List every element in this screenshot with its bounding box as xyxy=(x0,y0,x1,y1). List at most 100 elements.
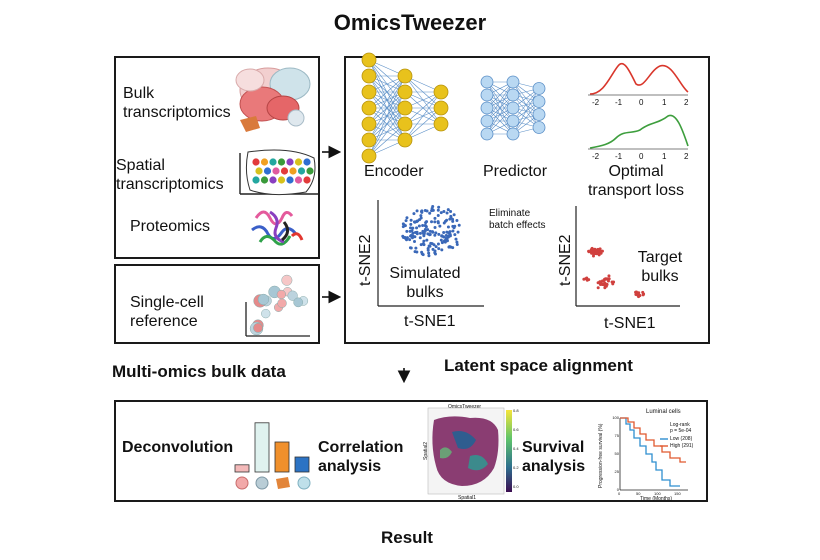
target-bulk-point xyxy=(607,277,611,281)
simulated-bulk-point xyxy=(421,253,425,257)
simulated-bulk-point xyxy=(453,233,457,237)
spatial-spot xyxy=(280,167,289,175)
network-edge xyxy=(486,94,514,135)
simulated-bulk-point xyxy=(451,246,455,250)
km-curve-high xyxy=(620,417,686,463)
colorbar-tick: 0.6 xyxy=(513,427,519,432)
network-node xyxy=(480,75,494,89)
simulated-bulk-point xyxy=(446,208,450,212)
km-curve-low xyxy=(620,417,680,487)
spatial-spot xyxy=(277,176,286,184)
simulated-bulk-point xyxy=(445,211,449,215)
simulated-bulk-point xyxy=(447,245,451,249)
simulated-bulk-point xyxy=(442,231,446,235)
target-bulk-point xyxy=(607,274,611,278)
spatial-spot xyxy=(294,158,303,166)
spatial-spot xyxy=(286,158,294,166)
network-node xyxy=(361,68,377,84)
network-node xyxy=(480,88,494,102)
simulated-bulk-point xyxy=(431,204,435,208)
optimal-transport-loss-label: Optimal transport loss xyxy=(587,163,685,199)
encoder-network xyxy=(361,52,449,164)
spatial-spot xyxy=(252,176,260,184)
deconvolution-bar xyxy=(294,456,310,473)
bulk-cells-icon xyxy=(235,67,311,132)
simulated-bulk-point xyxy=(422,234,426,238)
simulated-bulk-point xyxy=(421,229,425,233)
spatial-spot xyxy=(255,167,263,175)
network-node xyxy=(397,68,413,84)
simulated-bulk-point xyxy=(401,222,405,226)
tick-label: 2 xyxy=(684,152,689,161)
network-node xyxy=(397,116,413,132)
simulated-bulk-point xyxy=(418,236,422,240)
network-node xyxy=(506,127,520,141)
network-node xyxy=(361,52,377,68)
density-curve-red xyxy=(588,62,689,96)
simulated-bulk-point xyxy=(408,238,412,242)
target-bulk-point xyxy=(597,253,601,257)
bulk-transcriptomics-label: Bulk transcriptomics xyxy=(123,85,231,121)
simulated-bulk-point xyxy=(409,218,413,222)
simulated-bulk-point xyxy=(455,240,459,244)
latent-space-section-label: Latent space alignment xyxy=(444,356,633,375)
single-cell-icon-cell xyxy=(293,297,304,308)
km-stat: Log-rank xyxy=(670,422,690,428)
simulated-bulk-point xyxy=(409,222,413,226)
network-node xyxy=(361,116,377,132)
network-node xyxy=(532,82,546,95)
km-y-tick: 75 xyxy=(614,433,619,438)
simulated-bulk-point xyxy=(437,247,441,251)
tsne1-axis-label-right: t-SNE1 xyxy=(604,315,656,332)
simulated-bulk-point xyxy=(411,231,415,235)
colorbar-tick: 0.8 xyxy=(513,408,519,413)
simulated-bulk-point xyxy=(434,245,438,249)
simulated-bulk-point xyxy=(436,242,440,246)
target-bulk-point xyxy=(604,284,608,288)
simulated-bulk-point xyxy=(415,209,419,213)
simulated-bulk-point xyxy=(456,230,460,234)
km-legend-item: Low (208) xyxy=(670,436,693,442)
network-node xyxy=(506,101,520,115)
target-bulks-label: Target bulks xyxy=(637,249,683,285)
simulated-bulk-point xyxy=(408,229,412,233)
simulated-bulk-point xyxy=(424,225,428,229)
single-cell-icon-cell xyxy=(261,308,271,319)
simulated-bulk-point xyxy=(421,242,425,246)
network-node xyxy=(480,127,494,141)
simulated-bulk-point xyxy=(439,211,443,215)
spatial-spot xyxy=(260,158,269,166)
tick-label: -1 xyxy=(615,98,623,107)
simulated-bulk-point xyxy=(453,224,457,228)
simulated-bulk-point xyxy=(433,226,437,230)
simulated-bulk-point xyxy=(404,219,408,223)
simulated-bulk-point xyxy=(438,224,442,228)
spatial-spot xyxy=(252,158,260,166)
simulated-bulk-point xyxy=(431,247,435,251)
figure-title: OmicsTweezer xyxy=(333,10,487,35)
simulated-bulk-point xyxy=(445,230,449,234)
tick-label: 2 xyxy=(684,98,689,107)
target-bulk-point xyxy=(641,290,645,294)
single-cell-icon-cell xyxy=(287,290,298,301)
km-y-tick: 0 xyxy=(616,487,619,492)
tick-label: -2 xyxy=(592,152,600,161)
simulated-bulk-point xyxy=(433,233,437,237)
tick-label: -2 xyxy=(592,98,600,107)
target-bulk-point xyxy=(600,282,604,286)
km-y-tick: 100 xyxy=(612,415,619,420)
density-curve-green xyxy=(588,114,689,150)
spatial-transcriptomics-label: Spatial transcriptomics xyxy=(116,157,224,193)
network-node xyxy=(480,114,494,128)
colorbar-tick: 0.2 xyxy=(513,465,519,470)
network-node xyxy=(532,108,546,121)
simulated-bulk-point xyxy=(420,250,424,254)
km-ylabel: Progression-free survival (%) xyxy=(598,423,604,488)
simulated-bulk-point xyxy=(443,219,447,223)
